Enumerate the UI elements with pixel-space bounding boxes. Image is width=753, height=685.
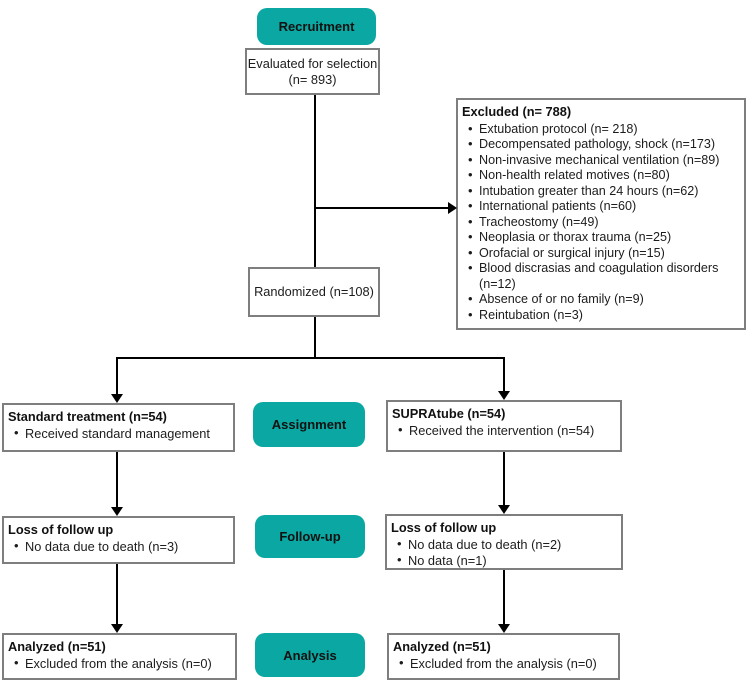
box-loss-followup-left: Loss of follow up No data due to death (… xyxy=(2,516,235,564)
excluded-list: Extubation protocol (n= 218) Decompensat… xyxy=(458,121,744,323)
excluded-item: Extubation protocol (n= 218) xyxy=(458,121,742,138)
excluded-item: International patients (n=60) xyxy=(458,198,742,215)
box-analyzed-right: Analyzed (n=51) Excluded from the analys… xyxy=(387,633,620,680)
excluded-item: Neoplasia or thorax trauma (n=25) xyxy=(458,229,742,246)
randomized-label: Randomized (n=108) xyxy=(254,284,374,299)
connector-standard-to-loss xyxy=(116,452,118,508)
connector-evaluated-to-randomized xyxy=(314,95,316,267)
box-excluded: Excluded (n= 788) Extubation protocol (n… xyxy=(456,98,746,330)
box-randomized: Randomized (n=108) xyxy=(248,267,380,317)
excluded-item: Reintubation (n=3) xyxy=(458,307,742,324)
stage-recruitment: Recruitment xyxy=(257,8,376,45)
loss-left-item: No data due to death (n=3) xyxy=(4,538,231,555)
evaluated-line2: (n= 893) xyxy=(288,71,337,87)
excluded-item: Blood discrasias and coagulation disorde… xyxy=(458,260,742,292)
stage-recruitment-label: Recruitment xyxy=(278,19,355,34)
connector-branch-left xyxy=(116,357,118,395)
box-supratube: SUPRAtube (n=54) Received the interventi… xyxy=(386,400,622,452)
arrowhead-to-analyzed-left xyxy=(111,624,123,633)
loss-right-title: Loss of follow up xyxy=(391,520,497,535)
analyzed-left-item: Excluded from the analysis (n=0) xyxy=(4,655,233,672)
supratube-title: SUPRAtube (n=54) xyxy=(392,406,506,421)
evaluated-line1: Evaluated for selection xyxy=(247,55,378,71)
excluded-item: Non-invasive mechanical ventilation (n=8… xyxy=(458,152,742,169)
connector-branch-horizontal xyxy=(116,357,505,359)
excluded-title: Excluded (n= 788) xyxy=(462,104,572,119)
excluded-item: Tracheostomy (n=49) xyxy=(458,214,742,231)
arrowhead-to-standard xyxy=(111,394,123,403)
box-evaluated-for-selection: Evaluated for selection (n= 893) xyxy=(245,48,380,95)
arrowhead-to-excluded xyxy=(448,202,457,214)
stage-analysis-label: Analysis xyxy=(283,647,337,663)
stage-followup: Follow-up xyxy=(255,515,365,558)
stage-followup-label: Follow-up xyxy=(279,529,341,544)
analyzed-right-title: Analyzed (n=51) xyxy=(393,639,491,654)
standard-item: Received standard management xyxy=(4,425,231,442)
analyzed-right-item: Excluded from the analysis (n=0) xyxy=(389,655,616,672)
stage-analysis: Analysis xyxy=(255,633,365,677)
connector-randomized-down xyxy=(314,317,316,358)
box-standard-treatment: Standard treatment (n=54) Received stand… xyxy=(2,403,235,452)
excluded-item: Non-health related motives (n=80) xyxy=(458,167,742,184)
box-analyzed-left: Analyzed (n=51) Excluded from the analys… xyxy=(2,633,237,680)
excluded-item: Decompensated pathology, shock (n=173) xyxy=(458,136,742,153)
excluded-item: Absence of or no family (n=9) xyxy=(458,291,742,308)
analyzed-left-title: Analyzed (n=51) xyxy=(8,639,106,654)
arrowhead-to-loss-left xyxy=(111,507,123,516)
standard-title: Standard treatment (n=54) xyxy=(8,409,167,424)
connector-to-excluded xyxy=(314,207,448,209)
connector-supratube-to-loss xyxy=(503,452,505,506)
loss-left-title: Loss of follow up xyxy=(8,522,114,537)
arrowhead-to-supratube xyxy=(498,391,510,400)
stage-assignment: Assignment xyxy=(253,402,365,447)
arrowhead-to-analyzed-right xyxy=(498,624,510,633)
arrowhead-to-loss-right xyxy=(498,505,510,514)
box-loss-followup-right: Loss of follow up No data due to death (… xyxy=(385,514,623,570)
loss-right-item: No data (n=1) xyxy=(387,552,619,569)
connector-loss-to-analyzed-right xyxy=(503,570,505,625)
loss-right-item: No data due to death (n=2) xyxy=(387,536,619,553)
connector-loss-to-analyzed-left xyxy=(116,564,118,625)
stage-assignment-label: Assignment xyxy=(271,417,347,432)
excluded-item: Orofacial or surgical injury (n=15) xyxy=(458,245,742,262)
connector-branch-right xyxy=(503,357,505,392)
supratube-item: Received the intervention (n=54) xyxy=(388,422,618,439)
excluded-item: Intubation greater than 24 hours (n=62) xyxy=(458,183,742,200)
